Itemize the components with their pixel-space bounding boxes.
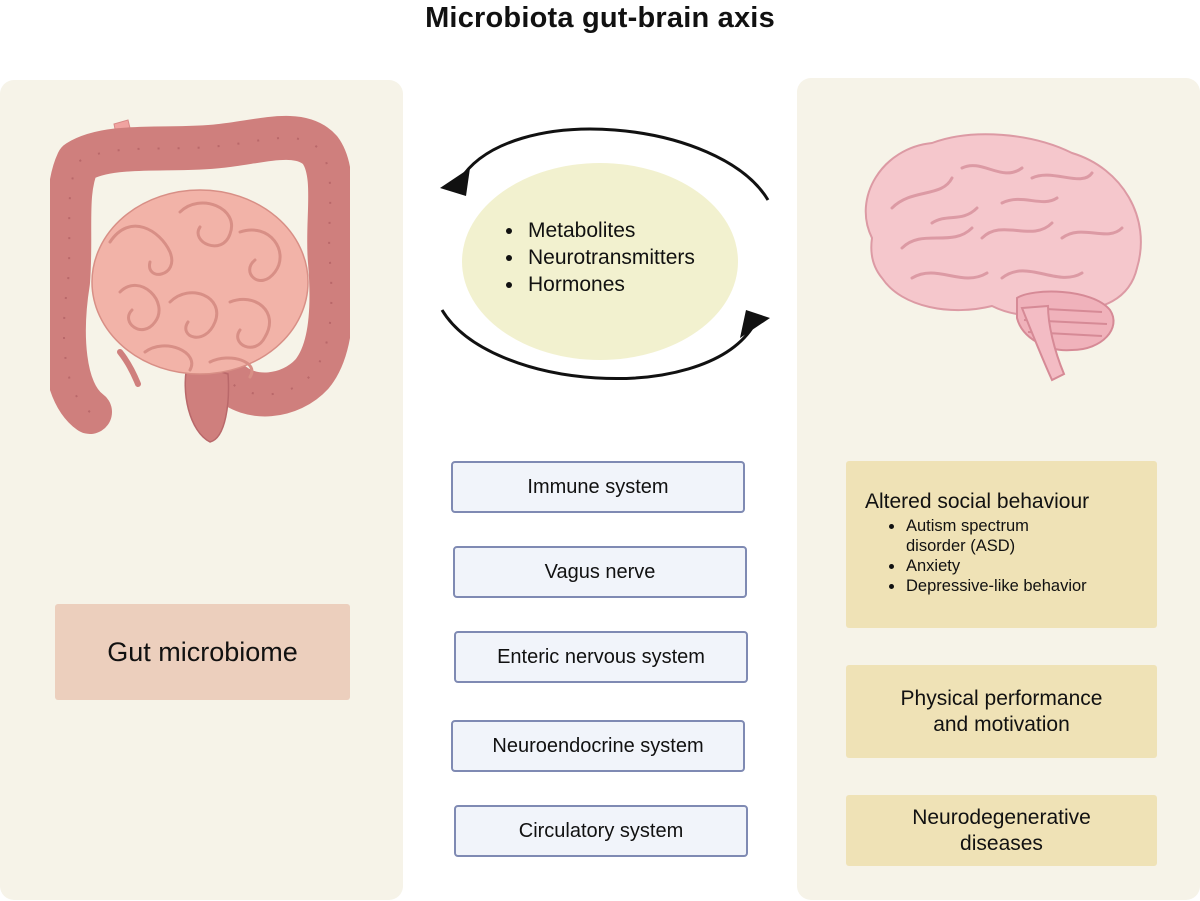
upper-arrow-curve [458,127,770,201]
outcome-social-heading: Altered social behaviour [865,490,1090,513]
list-item: Metabolites [502,217,695,244]
pathway-neuroendocrine-system: Neuroendocrine system [451,720,745,772]
lower-arrowhead-icon [740,310,770,338]
list-item: Autism spectrum disorder (ASD) [889,516,1066,556]
list-item: Hormones [502,271,695,298]
outcome-social-list: Autism spectrum disorder (ASD) Anxiety D… [846,516,1157,596]
pathway-vagus-nerve: Vagus nerve [453,546,747,598]
intestine-icon [50,115,350,443]
pathway-immune-system: Immune system [451,461,745,513]
signals-list: Metabolites Neurotransmitters Hormones [502,217,695,298]
upper-arrowhead-icon [440,168,470,196]
pathway-circulatory-system: Circulatory system [454,805,748,857]
outcome-neurodegenerative: Neurodegenerative diseases [846,795,1157,866]
list-item: Depressive-like behavior [889,576,1157,596]
pathway-enteric-nervous-system: Enteric nervous system [454,631,748,683]
cycle-arrows [440,127,770,381]
outcome-neuro-text: Neurodegenerative diseases [912,805,1091,855]
signals-ellipse: Metabolites Neurotransmitters Hormones [462,163,738,360]
outcome-physical-performance: Physical performance and motivation [846,665,1157,758]
list-item: Neurotransmitters [502,244,695,271]
brain-icon [864,133,1142,382]
outcome-physical-text: Physical performance and motivation [900,686,1103,736]
lower-arrow-curve [440,309,754,381]
outcome-social-behaviour: Altered social behaviour Autism spectrum… [846,461,1157,628]
diagram-title: Microbiota gut-brain axis [425,2,775,34]
gut-microbiome-label: Gut microbiome [55,604,350,700]
list-item: Anxiety [889,556,1157,576]
